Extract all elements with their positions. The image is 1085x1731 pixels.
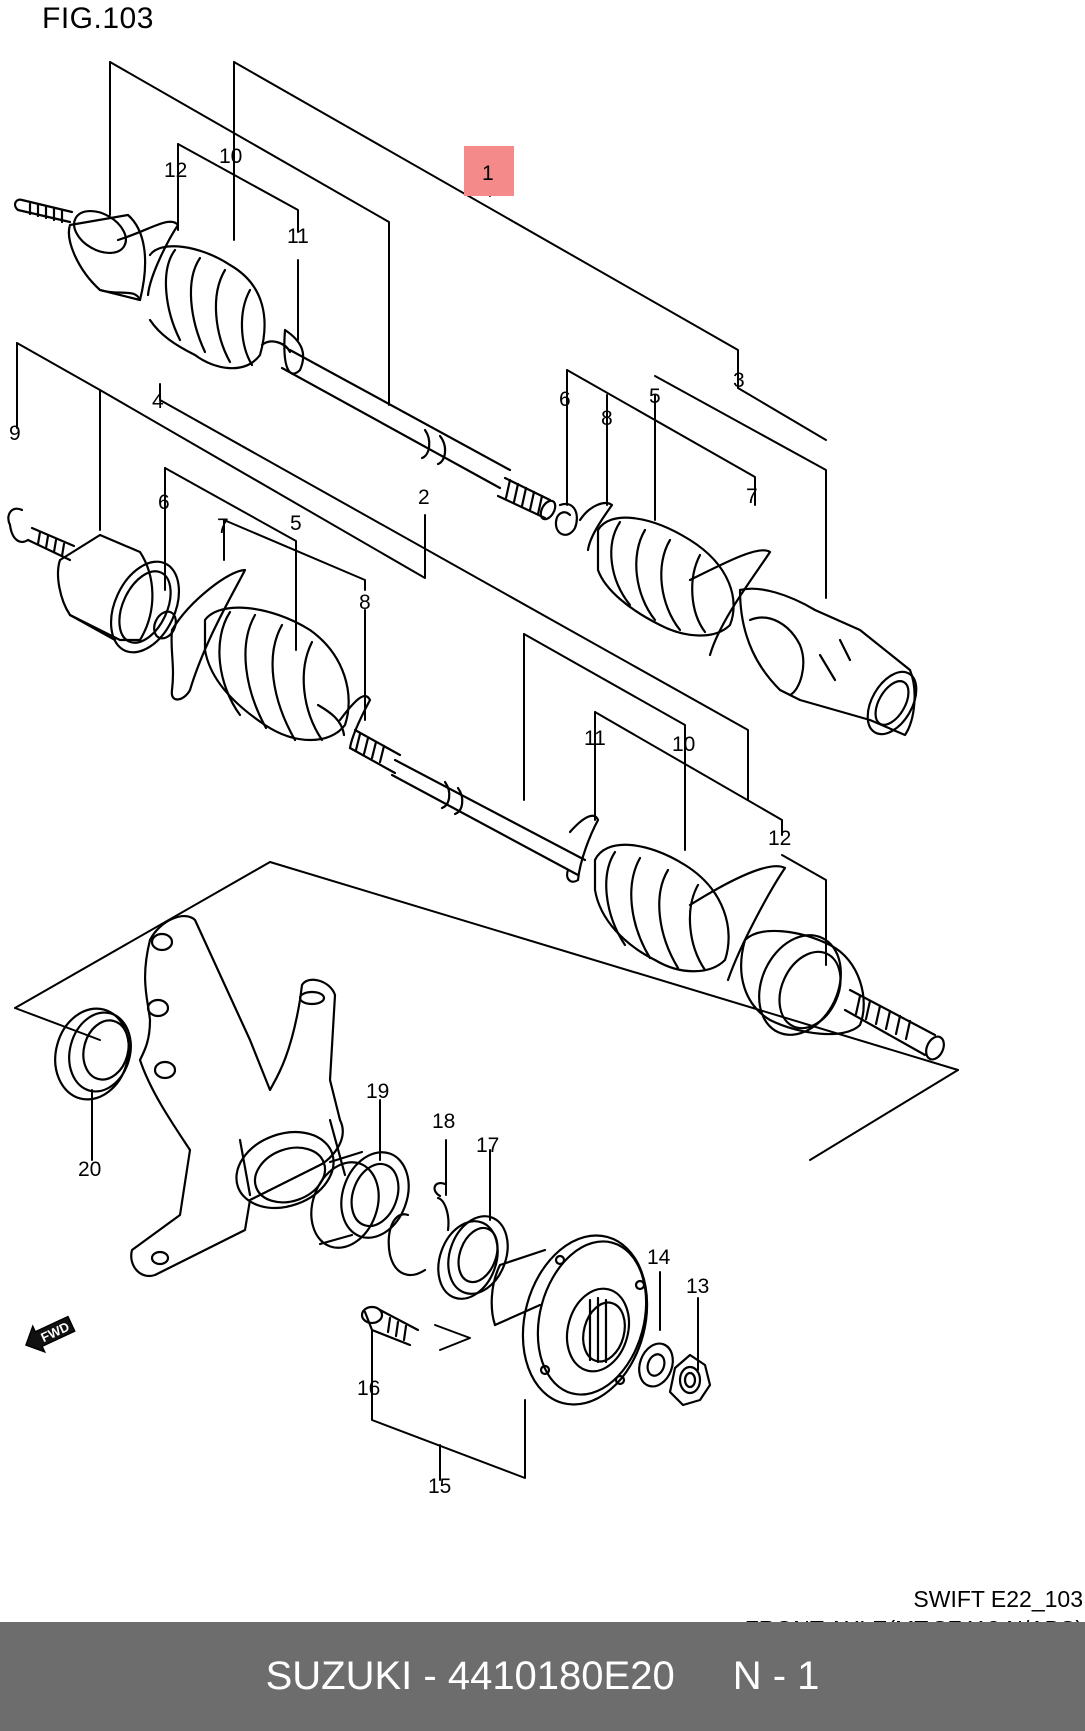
callout-7a[interactable]: 7 [746,485,758,508]
callout-1-highlight [464,146,514,196]
callout-20[interactable]: 20 [78,1158,101,1181]
part-footer-bar: SUZUKI - 4410180E20 N - 1 [0,1622,1085,1731]
callout-16[interactable]: 16 [357,1377,380,1400]
front-axle-exploded-diagram: FWD 1 2 3 4 5 5 6 6 7 7 8 8 9 10 10 11 1… [7,61,959,1498]
hub-nut-13 [668,1353,712,1407]
callout-8b[interactable]: 8 [359,591,371,614]
caption-model: SWIFT E22_103 [913,1586,1083,1612]
callout-12a[interactable]: 12 [164,159,187,182]
footer-part-number: SUZUKI - 4410180E20 [265,1654,675,1698]
callout-12b[interactable]: 12 [768,827,791,850]
callout-9[interactable]: 9 [9,422,21,445]
callout-labels: 1 2 3 4 5 5 6 6 7 7 8 8 9 10 10 11 11 12… [9,145,791,1498]
callout-15[interactable]: 15 [428,1475,451,1498]
callout-5a[interactable]: 5 [649,385,661,408]
fwd-arrow-icon: FWD [25,1315,76,1354]
callout-5b[interactable]: 5 [290,512,302,535]
oil-seal-20 [54,1007,132,1101]
callout-4[interactable]: 4 [152,390,164,413]
washer-14 [638,1342,674,1388]
hub-bolt-16 [360,1305,420,1347]
upper-inner-joint [554,502,918,737]
callout-10a[interactable]: 10 [219,145,242,168]
callout-7b[interactable]: 7 [217,515,229,538]
dust-seal-17 [437,1215,509,1300]
callout-6a[interactable]: 6 [559,388,571,411]
wheel-bearing-19 [310,1150,410,1249]
callout-19[interactable]: 19 [366,1080,389,1103]
callout-2[interactable]: 2 [418,486,430,509]
callout-11a[interactable]: 11 [287,225,309,248]
footer-position: N - 1 [732,1654,820,1698]
callout-11b[interactable]: 11 [584,727,606,750]
steering-knuckle [130,914,347,1278]
callout-1[interactable]: 1 [482,162,494,185]
callout-13[interactable]: 13 [686,1275,709,1298]
callout-10b[interactable]: 10 [672,733,695,756]
leader-lines [14,61,959,1481]
callout-8a[interactable]: 8 [601,407,613,430]
callout-18[interactable]: 18 [432,1110,455,1133]
callout-6b[interactable]: 6 [158,491,170,514]
lower-axle-assembly [7,507,945,1061]
callout-3[interactable]: 3 [733,369,745,392]
figure-title: FIG.103 [42,2,154,35]
fwd-label: FWD [38,1319,71,1345]
callout-14[interactable]: 14 [647,1246,671,1269]
circlip-18 [387,1182,450,1277]
wheel-hub-15 [490,1234,649,1406]
callout-17[interactable]: 17 [476,1134,499,1157]
upper-axle-assembly [13,198,557,521]
